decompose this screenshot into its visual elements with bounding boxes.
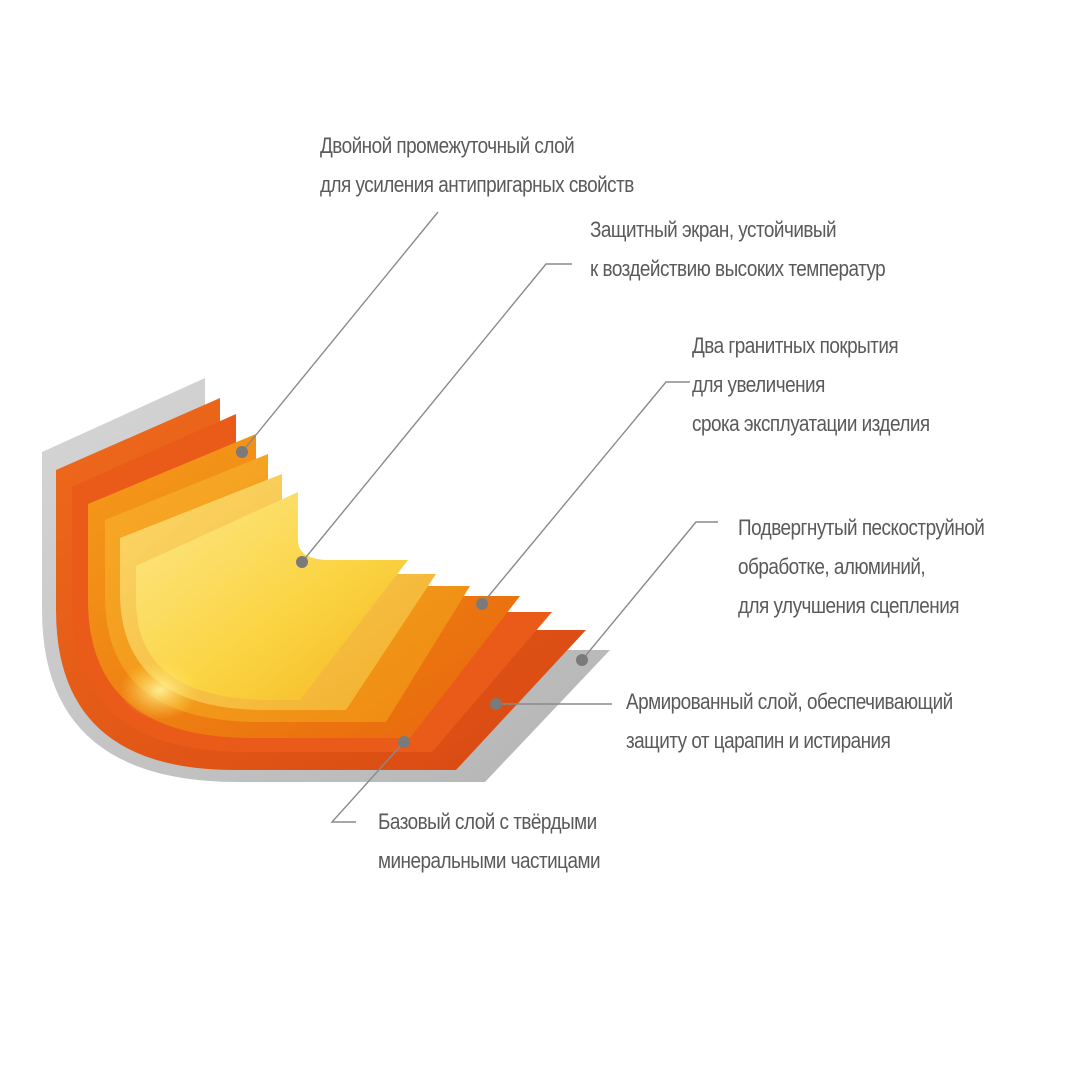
callout-line: для увеличения (692, 372, 825, 397)
callout-line: к воздействию высоких температур (590, 256, 886, 281)
callout-line: Защитный экран, устойчивый (590, 217, 837, 242)
leader-line-granite (481, 381, 690, 605)
callout-line: Два гранитных покрытия (692, 333, 899, 358)
leader-line-aluminum (581, 521, 718, 661)
layer-glow (120, 660, 200, 720)
callout-sandblasted-aluminum: Подвергнутый пескоструйной обработке, ал… (738, 508, 985, 625)
callout-dot-granite (476, 598, 488, 610)
leader-lines (241, 211, 718, 823)
callout-dot-protective-screen (296, 556, 308, 568)
callout-line: для улучшения сцепления (738, 593, 960, 618)
callout-reinforced-layer: Армированный слой, обеспечивающий защиту… (626, 682, 953, 760)
callout-line: обработке, алюминий, (738, 554, 926, 579)
callout-line: Подвергнутый пескоструйной (738, 515, 985, 540)
leader-line-base (330, 741, 405, 823)
callout-line: защиту от царапин и истирания (626, 728, 891, 753)
layer-yellow-top (136, 492, 408, 700)
callout-protective-screen: Защитный экран, устойчивый к воздействию… (590, 210, 886, 288)
callout-base-layer: Базовый слой с твёрдыми минеральными час… (378, 802, 601, 880)
callout-line: Двойной промежуточный слой (320, 133, 575, 158)
callout-line: для усиления антипригарных свойств (320, 172, 634, 197)
callout-dot-base (398, 736, 410, 748)
callout-line: Базовый слой с твёрдыми (378, 809, 597, 834)
callout-dot-aluminum (576, 654, 588, 666)
callout-line: минеральными частицами (378, 848, 601, 873)
callout-dot-double-intermediate (236, 446, 248, 458)
callout-line: срока эксплуатации изделия (692, 411, 930, 436)
leader-line-double-intermediate (241, 211, 439, 453)
callout-dots (236, 446, 588, 748)
callout-granite-coatings: Два гранитных покрытия для увеличения ср… (692, 326, 930, 443)
callout-line: Армированный слой, обеспечивающий (626, 689, 953, 714)
callout-double-intermediate: Двойной промежуточный слой для усиления … (320, 126, 634, 204)
leader-line-protective-screen (301, 263, 572, 563)
callout-dot-reinforced (490, 698, 502, 710)
